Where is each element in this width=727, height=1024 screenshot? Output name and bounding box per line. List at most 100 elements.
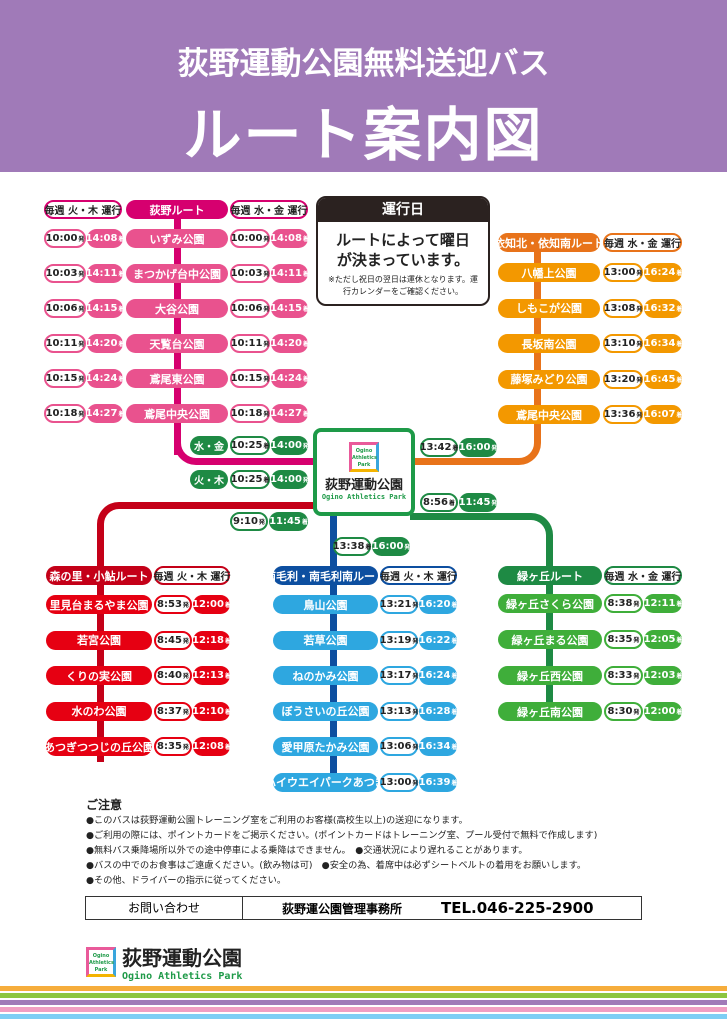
hub-name: 荻野運動公園 (324, 478, 403, 493)
bus-stop-3-text: 藤塚みどり公園 (510, 373, 588, 386)
schedule-days-wed-fri: 毎週 水・金 運行 (603, 233, 682, 252)
arrival-time-text: 12:00 (192, 599, 224, 610)
route-name-midorigaoka-text: 緑ヶ丘ルート (517, 569, 583, 583)
time-suffix: 発 (78, 306, 85, 313)
time-suffix: 着 (118, 411, 125, 418)
time-suffix: 着 (118, 236, 125, 243)
bus-stop-0-text: 里見台まるやま公園 (49, 598, 149, 612)
departure-time-text: 10:18 (45, 408, 78, 419)
hub-arrival-time-text: 10:25 (230, 440, 263, 451)
arrival-time-text: 14:15 (85, 303, 118, 314)
bus-stop-2-text: 大谷公園 (155, 302, 199, 316)
time-suffix: 着 (676, 376, 683, 384)
time-suffix: 着 (302, 306, 309, 313)
bus-stop-0-text: 緑ヶ丘さくら公園 (506, 597, 594, 611)
departure-time-text: 10:11 (45, 338, 78, 349)
contact-office: 荻野運公園管理事務所 (281, 901, 402, 916)
arrival-time-text: 14:27 (85, 408, 118, 419)
departure-time-text: 13:06 (379, 741, 412, 752)
arrival-time-text: 16:39 (418, 776, 451, 788)
arrival-time-text: 12:05 (643, 634, 676, 645)
hub-departure-time-text: 11:45 (458, 497, 491, 508)
bus-stop-1-text: 緑ヶ丘まる公園 (511, 633, 589, 647)
time-suffix: 着 (451, 744, 458, 751)
hub-arrival-time-text: 11:45 (269, 516, 301, 527)
departure-time-text: 8:37 (157, 705, 182, 717)
hub-ogino-athletics-park: Ogino Athletics Park 荻野運動公園 Ogino Athlet… (313, 428, 415, 516)
bus-stop-3: 水のわ公園 (46, 701, 152, 721)
arrival-time-text: 16:34 (418, 741, 451, 752)
departure-time-text: 10:06 (45, 303, 78, 314)
schedule-days-wed-fri: 毎週 水・金 運行 (230, 200, 308, 219)
departure-time-text: 10:03 (45, 268, 78, 279)
time-suffix: 発 (491, 445, 498, 452)
operation-days-message: ルートによって曜日が決まっています。 (336, 231, 470, 269)
contact-table: お問い合わせ 荻野運公園管理事務所 TEL.046-225-2900 (85, 896, 642, 920)
departure-time-text: 8:35 (157, 741, 182, 752)
departure-time-text: 10:06 (230, 303, 263, 314)
bus-stop-0: 八幡上公園 (498, 263, 600, 282)
note-item: ●ご利用の際には、ポイントカードをご掲示ください。(ポイントカードはトレーニング… (86, 830, 598, 841)
departure-time-text: 13:10 (603, 338, 636, 349)
departure-time-text: 8:30 (607, 706, 633, 717)
bus-stop-1: 緑ヶ丘まる公園 (498, 630, 602, 649)
bus-stop-2: くりの実公園 (46, 666, 152, 685)
time-suffix: 着 (676, 601, 683, 608)
departure-time-text: 8:45 (157, 634, 182, 646)
arrival-time-text: 16:24 (418, 670, 451, 681)
arrival-time-text: 16:32 (643, 302, 676, 314)
time-suffix: 発 (633, 709, 640, 716)
arrival-time-text: 14:11 (85, 268, 118, 279)
bus-stop-3-text: ぼうさいの丘公園 (281, 705, 370, 718)
time-suffix: 発 (263, 376, 270, 383)
arrival-time-text: 16:07 (643, 409, 676, 420)
bus-stop-5-text: ハイウエイパークあつぎ (265, 776, 386, 789)
hub-days: 火・木 (190, 470, 228, 489)
departure-time-text: 8:35 (607, 634, 633, 645)
time-suffix: 着 (676, 270, 683, 277)
time-suffix: 着 (224, 602, 231, 609)
time-suffix: 発 (636, 412, 643, 419)
notes-title: ご注意 (86, 798, 123, 812)
time-suffix: 着 (448, 500, 455, 507)
route-name-eichi-text: 依知北・依知南ルート (494, 236, 604, 250)
midorigaoka-route-line (410, 513, 553, 718)
departure-time-text: 13:17 (379, 670, 412, 681)
time-suffix: 発 (263, 236, 270, 243)
page-title: ルート案内図 (183, 101, 544, 169)
time-suffix: 発 (182, 708, 189, 716)
time-suffix: 発 (412, 779, 419, 787)
time-suffix: 着 (676, 412, 683, 419)
hub-arrival-time-text: 8:56 (423, 497, 448, 508)
time-suffix: 発 (491, 500, 498, 507)
departure-time-text: 13:19 (379, 634, 412, 646)
bus-stop-1: 若草公園 (273, 630, 378, 650)
bus-stop-3-text: 天覧台公園 (149, 337, 205, 351)
time-suffix: 着 (118, 306, 125, 313)
bus-stop-1-text: しもこが公園 (516, 302, 582, 315)
route-name-ogino: 荻野ルート (126, 200, 228, 219)
time-suffix: 着 (452, 445, 459, 452)
bus-stop-2-text: 長坂南公園 (521, 337, 577, 351)
